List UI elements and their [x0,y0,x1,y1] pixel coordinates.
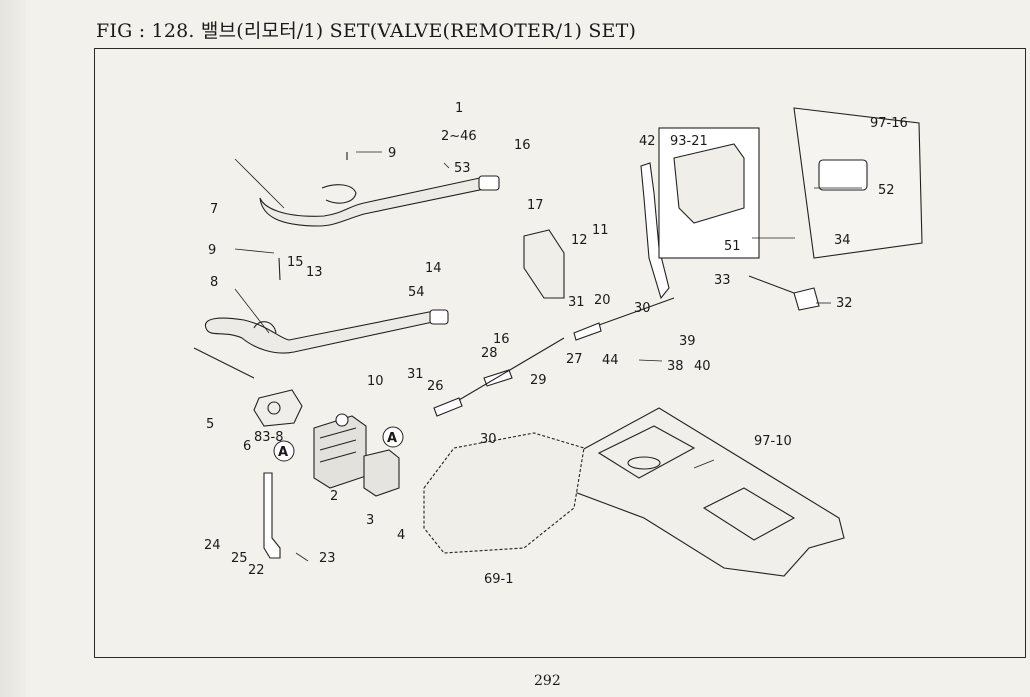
callout-10: 10 [367,374,384,389]
callout-5: 5 [206,417,214,432]
callout-3: 3 [366,513,374,528]
callout-20: 20 [594,293,611,308]
callout-11: 11 [592,223,609,238]
callout-52: 52 [878,183,895,198]
pipe-7-loop [321,184,357,204]
callout-44: 44 [602,353,619,368]
callout-1: 1 [455,101,463,116]
callout-34: 34 [834,233,851,248]
callout-32: 32 [836,296,853,311]
scan-margin [0,0,26,697]
page-number: 292 [534,673,561,689]
transmission-69-1 [423,432,585,554]
callout-53: 53 [454,161,471,176]
part-3 [363,449,400,497]
callout-28: 28 [481,346,498,361]
callout-24: 24 [204,538,221,553]
callout-9a: 9 [388,146,396,161]
rod-27 [573,322,602,341]
callout-54: 54 [408,285,425,300]
callout-27: 27 [566,352,583,367]
callout-69-1: 69-1 [484,572,514,587]
drawing-frame [94,48,1026,658]
floor-plate-97-10 [548,407,845,577]
callout-12: 12 [571,233,588,248]
figure-title: FIG : 128. 밸브(리모터/1) SET(VALVE(REMOTER/1… [96,20,637,42]
callout-40: 40 [694,359,711,374]
rod-26 [433,397,463,417]
callout-97-16: 97-16 [870,116,908,131]
callout-29: 29 [530,373,547,388]
callout-8: 8 [210,275,218,290]
callout-42: 42 [639,134,656,149]
fitting-lower [429,309,449,325]
fitting-top [478,175,500,191]
callout-31b: 31 [407,367,424,382]
bracket-32 [793,287,820,311]
callout-51: 51 [724,239,741,254]
reference-marker-a1: A [273,440,295,462]
flange-83-8 [253,389,303,427]
callout-30b: 30 [480,432,497,447]
pipe-8 [204,309,443,354]
callout-14: 14 [425,261,442,276]
callout-26: 26 [427,379,444,394]
callout-38: 38 [667,359,684,374]
callout-4: 4 [397,528,405,543]
callout-23: 23 [319,551,336,566]
lever-42 [640,162,670,300]
callout-31a: 31 [568,295,585,310]
callout-97-10: 97-10 [754,434,792,449]
reference-marker-a2: A [382,426,404,448]
callout-labels: 1 2~46 2 3 4 5 6 7 8 9 9 10 11 12 13 14 … [204,101,908,587]
callout-2-46: 2~46 [441,129,477,144]
callout-22: 22 [248,563,265,578]
pipe-8-loop [253,321,277,334]
callout-9b: 9 [208,243,216,258]
exploded-parts-diagram: A A 1 2~46 2 3 4 5 6 7 8 9 9 10 11 12 13… [193,101,923,587]
callout-16a: 16 [514,138,531,153]
callout-7: 7 [210,202,218,217]
callout-30a: 30 [634,301,651,316]
callout-2: 2 [330,489,338,504]
rod-28 [483,369,513,387]
callout-83-8: 83-8 [254,430,284,445]
bracket-17 [523,229,565,299]
callout-25: 25 [231,551,248,566]
callout-17: 17 [527,198,544,213]
callout-13: 13 [306,265,323,280]
valve-body-2 [313,415,367,489]
svg-text:A: A [278,445,288,460]
callout-93-21: 93-21 [670,134,708,149]
callout-39: 39 [679,334,696,349]
bracket-22 [263,472,281,559]
pipe-7 [259,175,490,227]
callout-33: 33 [714,273,731,288]
callout-6: 6 [243,439,251,454]
svg-text:A: A [387,431,397,446]
callout-16b: 16 [493,332,510,347]
callout-15: 15 [287,255,304,270]
